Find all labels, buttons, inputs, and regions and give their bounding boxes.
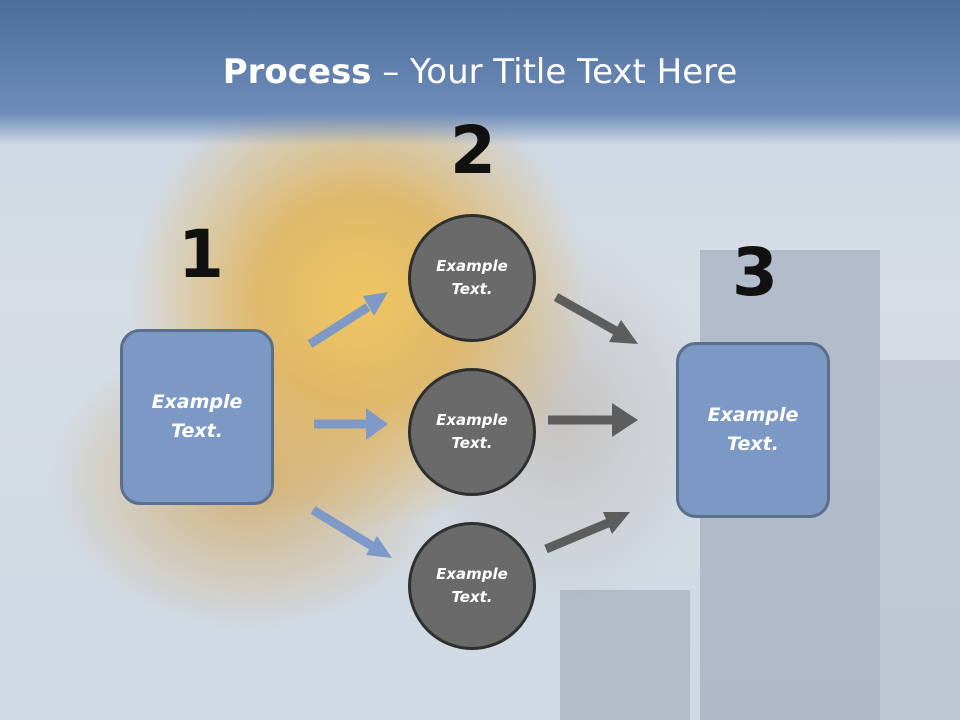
step1-box-text: Example Text. <box>152 388 243 446</box>
slide-title[interactable]: Process – Your Title Text Here <box>0 52 960 92</box>
gray-arrow-right <box>548 403 638 437</box>
background-building <box>560 590 690 720</box>
circle-line1: Example <box>436 411 508 429</box>
step3-line2: Text. <box>727 433 779 455</box>
step1-line1: Example <box>151 391 243 413</box>
circle-text: Example Text. <box>436 255 508 301</box>
step2-circle-top[interactable]: Example Text. <box>408 214 536 342</box>
circle-line1: Example <box>436 257 508 275</box>
title-bold-text: Process <box>222 52 372 92</box>
gray-arrow-down <box>553 293 638 344</box>
gray-arrow-up <box>544 512 630 554</box>
step2-circle-bottom[interactable]: Example Text. <box>408 522 536 650</box>
blue-arrow-right <box>314 408 388 440</box>
step-number-2: 2 <box>450 112 496 189</box>
step3-box[interactable]: Example Text. <box>676 342 830 518</box>
background-building <box>880 360 960 720</box>
blue-arrow-down <box>310 506 392 558</box>
step1-box[interactable]: Example Text. <box>120 329 274 505</box>
step3-box-text: Example Text. <box>708 401 799 459</box>
circle-text: Example Text. <box>436 409 508 455</box>
title-bar <box>0 0 960 145</box>
circle-line2: Text. <box>451 434 493 452</box>
circle-line1: Example <box>436 565 508 583</box>
title-rest-text: – Your Title Text Here <box>371 52 738 92</box>
step-number-1: 1 <box>178 216 224 293</box>
blue-arrow-up <box>307 292 388 348</box>
circle-line2: Text. <box>451 588 493 606</box>
circle-line2: Text. <box>451 280 493 298</box>
step-number-3: 3 <box>732 234 778 311</box>
step1-line2: Text. <box>171 420 223 442</box>
circle-text: Example Text. <box>436 563 508 609</box>
step3-line1: Example <box>707 404 799 426</box>
step2-circle-middle[interactable]: Example Text. <box>408 368 536 496</box>
